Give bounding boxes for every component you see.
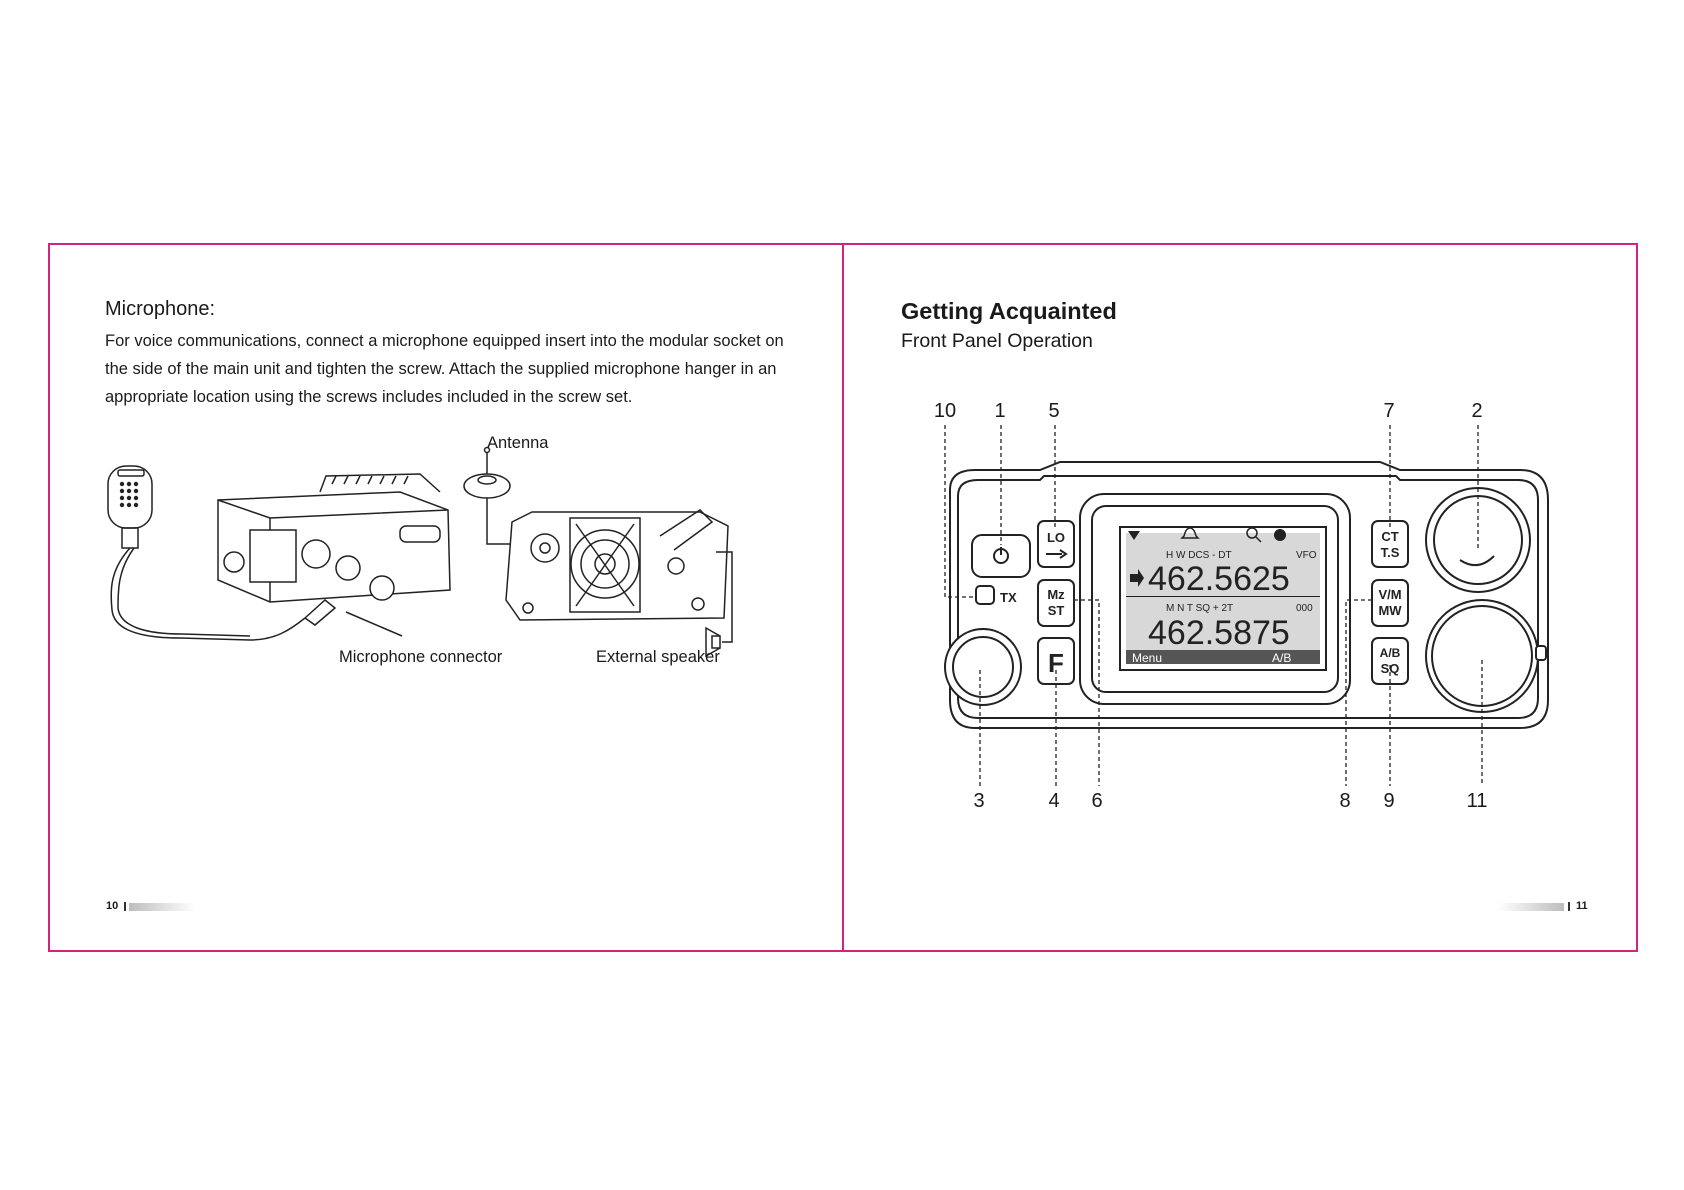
ts-button-label: T.S bbox=[1381, 545, 1400, 560]
tx-label: TX bbox=[1000, 590, 1017, 605]
callout-leaders bbox=[944, 425, 1483, 786]
right-button-column: CT T.S V/M MW A/B SQ bbox=[1371, 520, 1409, 685]
lcd-line1-status: H W DCS - DT bbox=[1166, 550, 1232, 561]
radio-unit-icon bbox=[217, 473, 451, 603]
lcd-frequency-a: 462.5625 bbox=[1148, 560, 1290, 598]
lcd-line2-status: M N T SQ + 2T bbox=[1166, 603, 1233, 614]
vm-mw-button bbox=[1371, 579, 1409, 627]
power-button bbox=[971, 534, 1031, 578]
microphone-paragraph: For voice communications, connect a micr… bbox=[105, 332, 784, 406]
callout-8: 8 bbox=[1339, 790, 1351, 812]
microphone-icon bbox=[107, 465, 337, 641]
tx-indicator bbox=[975, 585, 995, 605]
lo-button-label: LO bbox=[1047, 530, 1065, 545]
front-panel-diagram: H W DCS - DT VFO 462.5625 M N T SQ + 2T … bbox=[944, 425, 1549, 786]
callout-5: 5 bbox=[1048, 400, 1060, 422]
connection-illustration bbox=[107, 446, 733, 658]
lcd-line1-mode: VFO bbox=[1296, 550, 1317, 561]
getting-acquainted-heading: Getting Acquainted bbox=[901, 298, 1117, 324]
microphone-connector-leader bbox=[345, 611, 403, 637]
vm-button-label: V/M bbox=[1378, 587, 1401, 602]
bell-icon bbox=[1180, 527, 1200, 539]
page-divider bbox=[842, 243, 844, 952]
ab-sq-button bbox=[1371, 637, 1409, 685]
callout-6: 6 bbox=[1091, 790, 1103, 812]
signal-icon bbox=[1128, 531, 1140, 540]
callout-2: 2 bbox=[1471, 400, 1483, 422]
lcd-frequency-b: 462.5875 bbox=[1148, 614, 1290, 652]
page-bar-left bbox=[129, 903, 195, 911]
lcd-softkey-menu: Menu bbox=[1132, 651, 1162, 665]
callout-3: 3 bbox=[973, 790, 985, 812]
callout-1: 1 bbox=[994, 400, 1006, 422]
key-icon bbox=[1046, 549, 1068, 559]
arrow-right-icon bbox=[1130, 569, 1144, 587]
callout-4: 4 bbox=[1048, 790, 1060, 812]
lcd-screen: H W DCS - DT VFO 462.5625 M N T SQ + 2T … bbox=[1119, 526, 1327, 671]
page-number-right-tick bbox=[1568, 902, 1570, 911]
lcd-line2-channel: 000 bbox=[1296, 603, 1313, 614]
f-button-label: F bbox=[1048, 648, 1064, 678]
rear-panel-icon bbox=[505, 509, 733, 643]
speaker-icon bbox=[705, 626, 721, 658]
callout-9: 9 bbox=[1383, 790, 1395, 812]
mz-st-button bbox=[1037, 579, 1075, 627]
mz-button-label: Mz bbox=[1047, 587, 1065, 602]
left-button-column: LO Mz ST F bbox=[1037, 520, 1075, 685]
st-button-label: ST bbox=[1048, 603, 1065, 618]
callout-11: 11 bbox=[1466, 790, 1488, 812]
microphone-connector-label: Microphone connector bbox=[339, 648, 503, 666]
antenna-label: Antenna bbox=[487, 434, 549, 452]
lock-icon bbox=[1274, 529, 1286, 541]
search-icon bbox=[1246, 527, 1258, 539]
microphone-heading: Microphone: bbox=[105, 298, 216, 320]
ct-button-label: CT bbox=[1381, 529, 1398, 544]
page-bar-right bbox=[1498, 903, 1564, 911]
ab-button-label: A/B bbox=[1380, 646, 1401, 660]
page-number-left: 10 bbox=[106, 900, 119, 912]
front-panel-subheading: Front Panel Operation bbox=[901, 330, 1093, 352]
page-number-right: 11 bbox=[1576, 900, 1588, 912]
mw-button-label: MW bbox=[1378, 603, 1402, 618]
page-number-left-tick bbox=[124, 902, 126, 911]
ct-ts-button bbox=[1371, 520, 1409, 568]
external-speaker-label: External speaker bbox=[596, 648, 720, 666]
callout-10: 10 bbox=[933, 400, 957, 422]
lcd-softkey-ab: A/B bbox=[1272, 651, 1291, 665]
callout-7: 7 bbox=[1383, 400, 1395, 422]
